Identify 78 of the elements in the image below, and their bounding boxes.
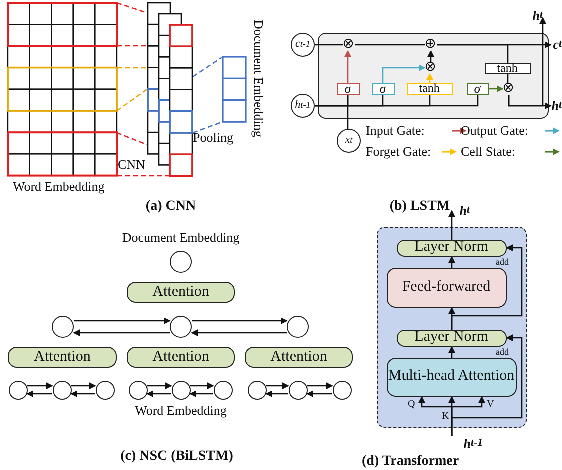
arrow [191, 330, 287, 336]
arrow [73, 330, 170, 336]
arrow [308, 382, 334, 390]
legend-text: Forget Gate: [366, 145, 432, 160]
arrow [192, 318, 288, 324]
operator-symbol: ⊗ [424, 62, 436, 74]
arrow [148, 382, 172, 390]
arrow [26, 390, 52, 398]
gate-box: σ [466, 82, 488, 94]
layer-norm-box: Layer Norm [396, 330, 506, 346]
operator-symbol: ⊗ [502, 82, 514, 94]
arrow [28, 382, 54, 390]
edge-label: add [496, 348, 509, 358]
embedding-node [128, 381, 148, 400]
embedding-node [52, 316, 74, 338]
embedding-node [287, 316, 309, 338]
edge-label: V [487, 399, 494, 410]
gate-box: σ [336, 82, 360, 94]
arrow [428, 50, 434, 62]
arrow [451, 334, 523, 436]
panel-caption: (a) CNN [146, 199, 196, 214]
legend-text: Input Gate: [366, 124, 425, 138]
operator-symbol: ⊕ [424, 38, 436, 50]
tanh-box: tanh [406, 82, 452, 94]
lstm-cell-box [318, 33, 549, 119]
embedding-node [214, 381, 232, 400]
legend-text: Cell State: [461, 145, 516, 160]
arrow [426, 73, 434, 83]
attention-box: Attention [127, 347, 235, 368]
arrow [448, 210, 456, 240]
arrow [448, 256, 456, 268]
axis-label: Word Embedding [13, 180, 105, 194]
operator-symbol: ⊗ [342, 38, 354, 50]
arrow [451, 244, 523, 330]
attention-box: Attention [127, 282, 235, 303]
embedding-node [170, 316, 192, 338]
arrow [266, 382, 290, 390]
edge-label: Q [408, 399, 416, 410]
arrow [190, 390, 214, 398]
arrow [70, 390, 96, 398]
text-label: CNN [118, 158, 146, 172]
text-label: Pooling [193, 131, 234, 146]
arrow [146, 390, 172, 398]
panel-caption: (c) NSC (BiLSTM) [120, 449, 234, 464]
tanh-box: tanh [484, 62, 530, 74]
embedding-node [96, 381, 114, 400]
arrow [508, 17, 546, 107]
legend-text: Output Gate: [461, 124, 529, 138]
arrow [382, 64, 426, 83]
edge-label: add [496, 258, 509, 268]
edge-label: K [442, 411, 450, 422]
arrow [344, 50, 352, 83]
embedding-node [170, 251, 192, 273]
arrow [190, 382, 214, 390]
gate-box: σ [372, 82, 394, 94]
axis-label: Document Embedding [251, 20, 266, 138]
panel-caption: (d) Transformer [362, 454, 460, 470]
arrow [74, 318, 171, 324]
embedding-node [8, 381, 28, 400]
embedding-node [248, 381, 266, 400]
embedding-node [52, 381, 72, 400]
transformer-block [377, 227, 527, 428]
layer-norm-box: Layer Norm [396, 240, 506, 256]
embedding-node [288, 381, 308, 400]
feed-forward-box: Feed-forwared [386, 268, 506, 308]
arrow [448, 346, 456, 358]
arrow [72, 382, 96, 390]
embedding-node [172, 381, 190, 400]
attention-box: Attention [8, 347, 117, 368]
attention-box: Multi-head Attention [386, 358, 516, 396]
arrow [306, 390, 332, 398]
panel-caption: (b) LSTM [390, 199, 450, 214]
arrow [266, 390, 288, 398]
embedding-node [332, 381, 352, 400]
text-label: Word Embedding [135, 404, 227, 418]
attention-box: Attention [245, 347, 353, 368]
text-label: Document Embedding [122, 231, 240, 246]
arrow [489, 86, 504, 92]
